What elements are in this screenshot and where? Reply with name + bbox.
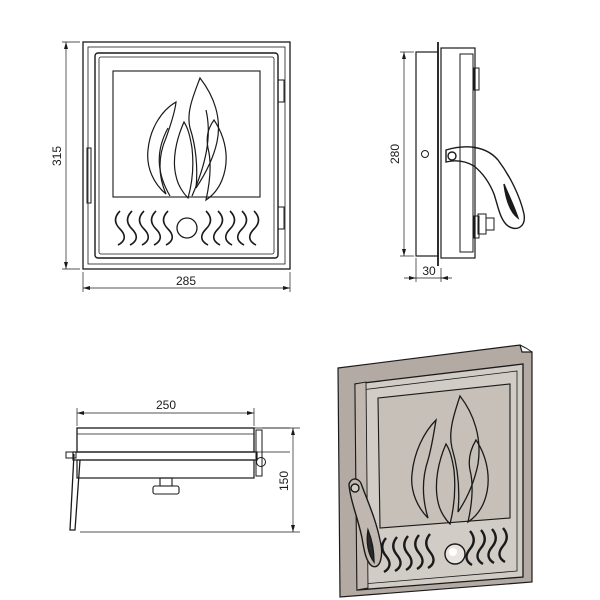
front-hinge-bottom (277, 206, 285, 230)
dim-top-depth: 150 (80, 427, 300, 533)
front-view: 315 285 (50, 41, 291, 292)
front-handle-bar (86, 147, 92, 204)
knob-icon (176, 217, 198, 239)
flame-icon (411, 394, 489, 526)
wave-slots-front (114, 210, 260, 246)
knob-icon (159, 477, 173, 487)
render-glass (377, 383, 511, 529)
dim-front-height-label: 315 (50, 146, 64, 166)
handle-icon (445, 146, 525, 230)
dim-top-depth-label: 150 (277, 471, 291, 491)
dim-side-height: 280 (388, 51, 414, 257)
handle-icon (348, 478, 383, 568)
dim-side-height-label: 280 (388, 144, 402, 164)
front-glass-window (112, 70, 261, 198)
perspective-render (337, 344, 533, 598)
dim-front-width-label: 285 (176, 274, 196, 288)
wave-slots-render (381, 527, 508, 574)
dim-front-width: 285 (82, 272, 291, 292)
dim-top-width: 250 (76, 398, 255, 426)
dim-side-depth-label: 30 (422, 264, 436, 278)
dim-top-width-label: 250 (156, 398, 176, 412)
dim-side-depth: 30 (404, 258, 452, 282)
side-view: 280 30 (388, 42, 525, 282)
dim-front-height: 315 (50, 41, 80, 270)
front-hinge-top (277, 79, 285, 103)
flame-icon (147, 76, 227, 202)
top-view: 250 150 (65, 398, 300, 533)
